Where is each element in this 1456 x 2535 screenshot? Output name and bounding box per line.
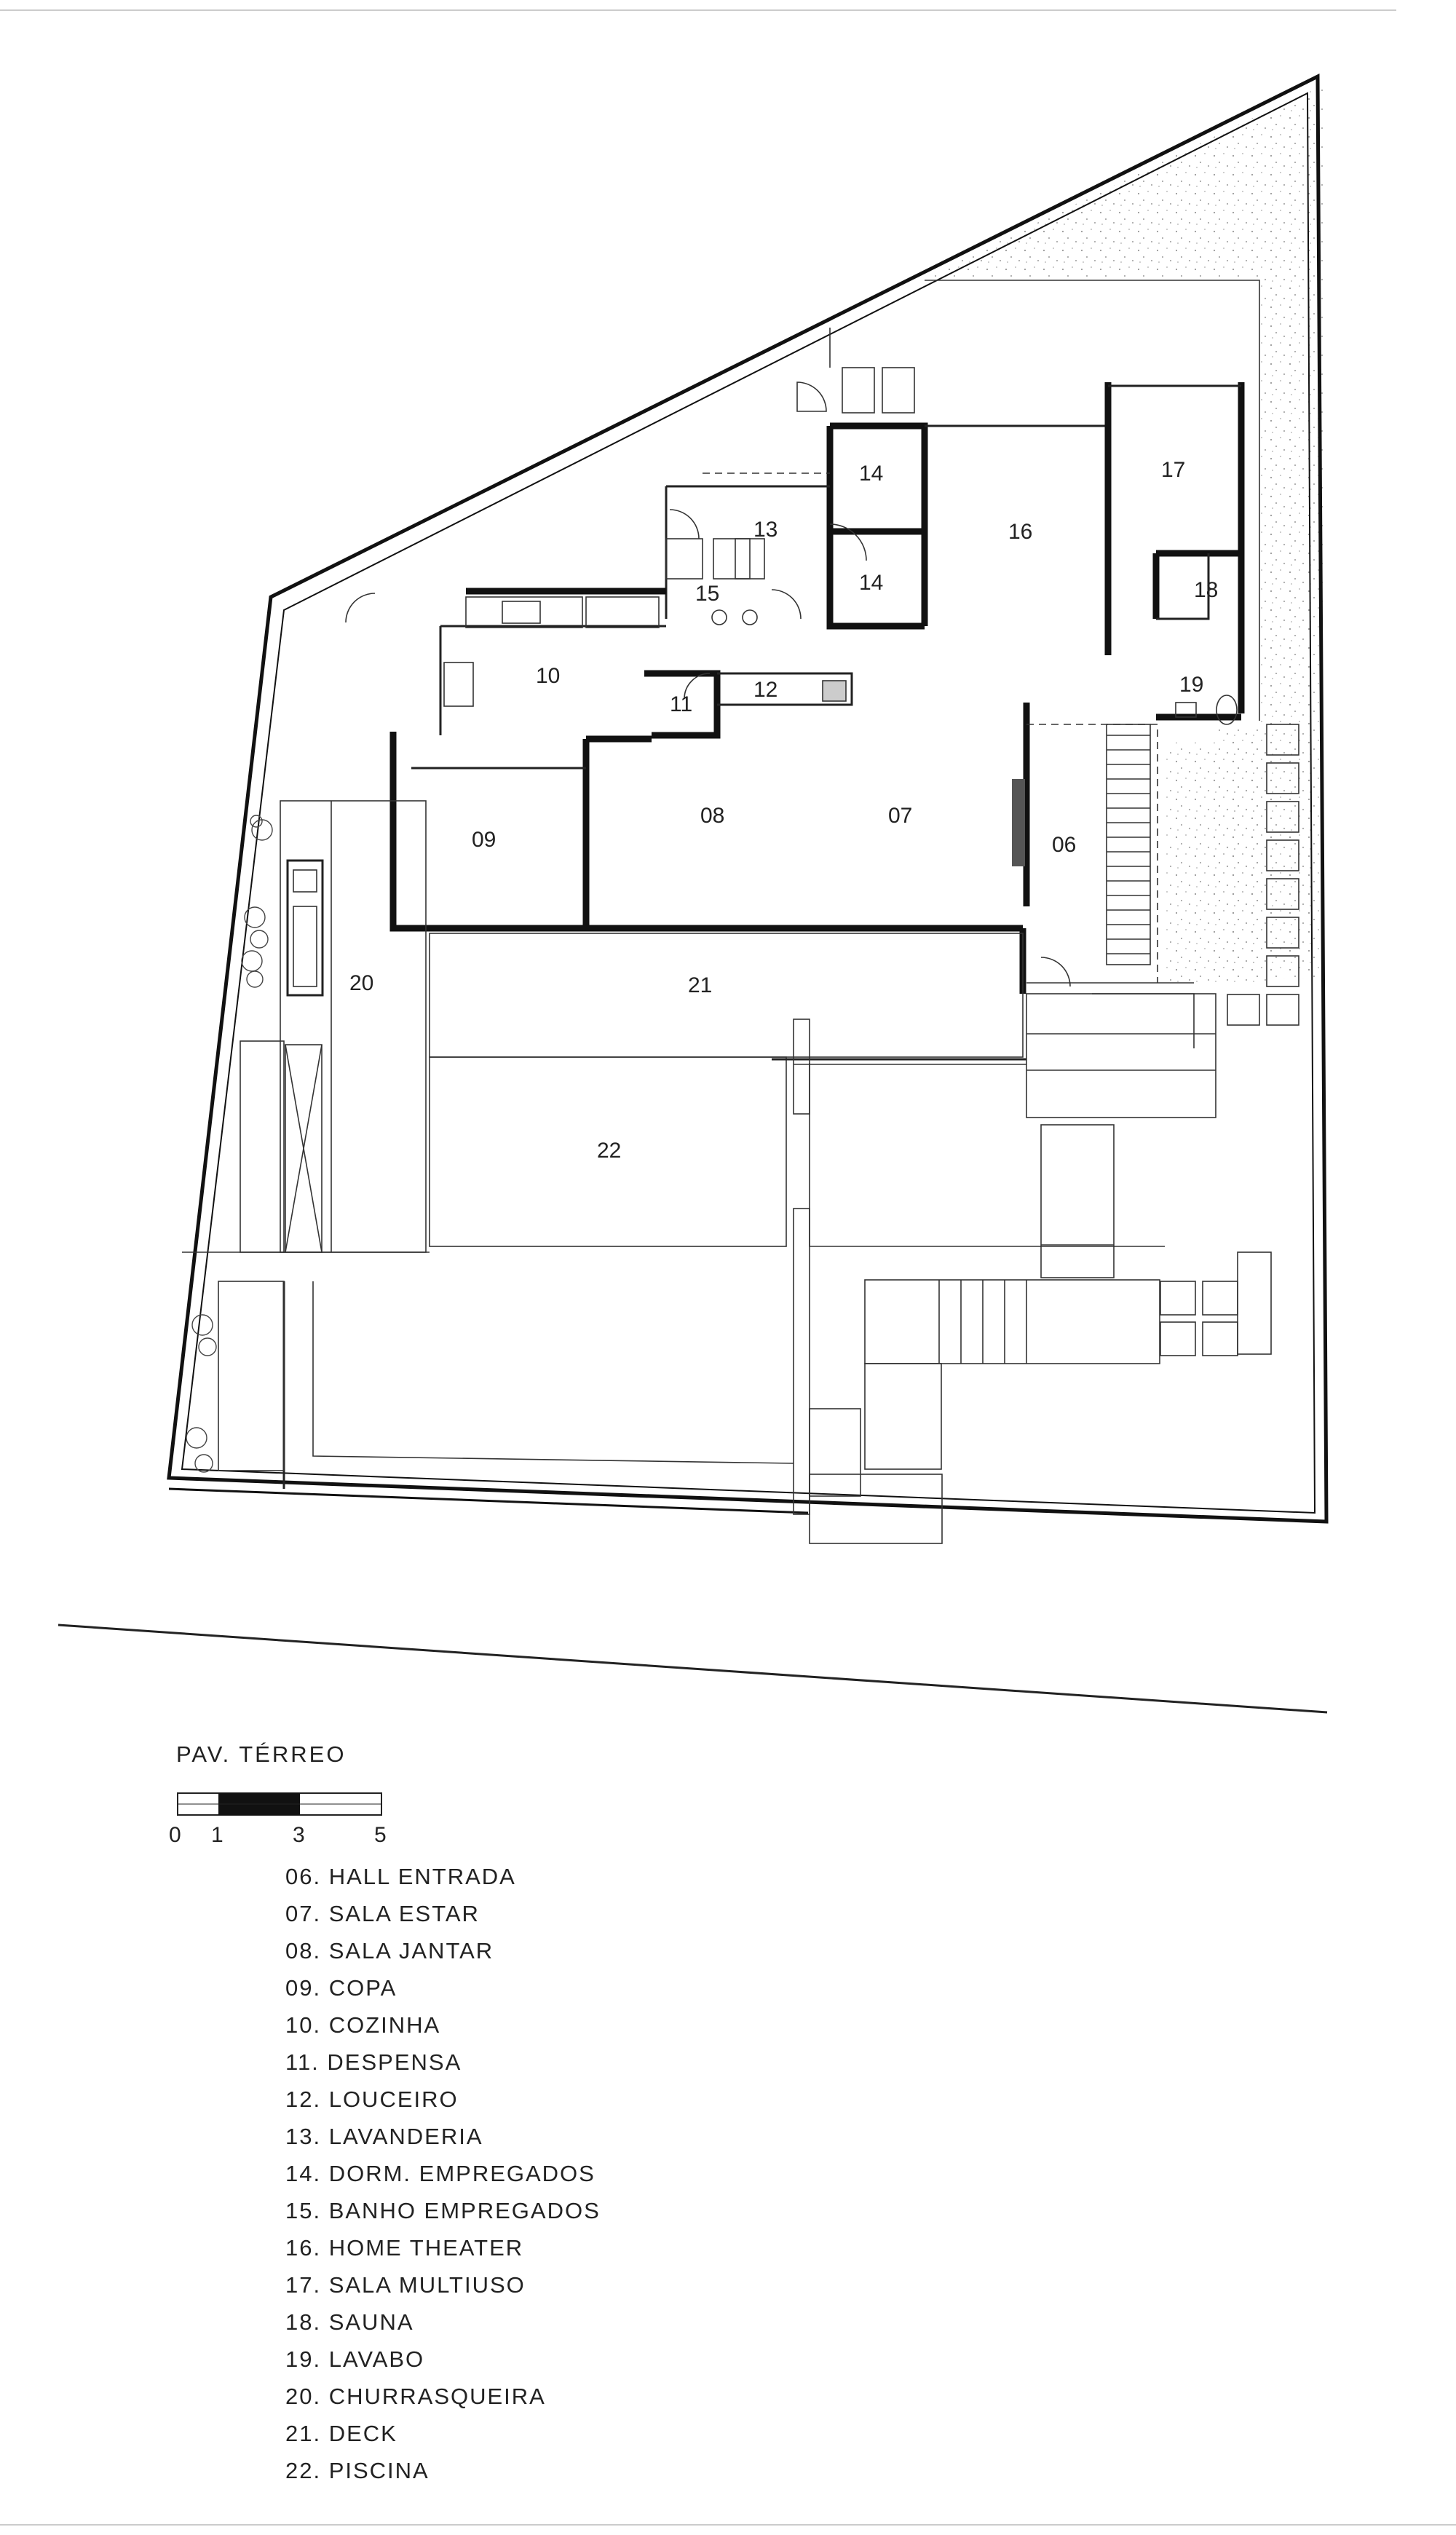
label-home-theater: 16 bbox=[1008, 520, 1032, 544]
label-estar: 07 bbox=[888, 804, 912, 828]
legend-item: 15. BANHO EMPREGADOS bbox=[285, 2198, 601, 2223]
label-piscina: 22 bbox=[597, 1139, 621, 1163]
legend-item: 08. SALA JANTAR bbox=[285, 1938, 494, 1963]
room-labels: 06 07 08 09 10 11 12 13 14 14 15 16 17 1… bbox=[349, 458, 1218, 1163]
garden-areas bbox=[926, 84, 1325, 983]
door-swings bbox=[345, 381, 1071, 987]
legend-item: 06. HALL ENTRADA bbox=[285, 1864, 516, 1889]
stepping-stones bbox=[842, 367, 1299, 1356]
plant-symbols bbox=[186, 815, 273, 1473]
label-louceiro: 12 bbox=[753, 678, 778, 702]
legend-item: 18. SAUNA bbox=[285, 2309, 414, 2335]
lavabo-fixtures bbox=[1175, 695, 1238, 725]
scale-bar: 0 1 3 5 bbox=[169, 1792, 387, 1847]
label-dorm-a: 14 bbox=[859, 462, 883, 486]
legend-item: 20. CHURRASQUEIRA bbox=[285, 2384, 546, 2409]
label-deck: 21 bbox=[688, 973, 712, 997]
legend-item: 16. HOME THEATER bbox=[285, 2235, 523, 2261]
label-churrasqueira: 20 bbox=[349, 971, 373, 995]
legend-item: 17. SALA MULTIUSO bbox=[285, 2272, 526, 2298]
hall-stairs bbox=[1107, 735, 1150, 954]
scale-tick-0: 0 bbox=[169, 1823, 181, 1847]
label-sauna: 18 bbox=[1194, 578, 1218, 602]
legend-item: 09. COPA bbox=[285, 1975, 397, 2001]
label-jantar: 08 bbox=[700, 804, 724, 828]
legend-item: 13. LAVANDERIA bbox=[285, 2124, 483, 2149]
legend-item: 11. DESPENSA bbox=[285, 2049, 462, 2075]
bbq-area bbox=[240, 800, 427, 1253]
street-line bbox=[58, 1624, 1328, 1714]
label-hall: 06 bbox=[1052, 833, 1076, 857]
label-lavanderia: 13 bbox=[753, 518, 778, 542]
label-despensa: 11 bbox=[670, 692, 692, 716]
scale-tick-5: 5 bbox=[374, 1823, 387, 1847]
label-dorm-b: 14 bbox=[859, 571, 883, 595]
label-copa: 09 bbox=[472, 828, 496, 852]
legend-item: 14. DORM. EMPREGADOS bbox=[285, 2161, 596, 2186]
label-lavabo: 19 bbox=[1179, 673, 1203, 697]
label-cozinha: 10 bbox=[536, 664, 560, 688]
legend-item: 19. LAVABO bbox=[285, 2346, 424, 2372]
site-boundary bbox=[167, 73, 1329, 1524]
label-multiuso: 17 bbox=[1161, 458, 1185, 482]
legend-item: 10. COZINHA bbox=[285, 2012, 440, 2038]
room-legend: 06. HALL ENTRADA 07. SALA ESTAR 08. SALA… bbox=[285, 1864, 601, 2483]
scale-tick-1: 1 bbox=[211, 1823, 223, 1847]
kitchen-fixtures bbox=[443, 538, 847, 707]
scale-tick-3: 3 bbox=[293, 1823, 305, 1847]
legend-item: 07. SALA ESTAR bbox=[285, 1901, 480, 1926]
fireplace-panel bbox=[1012, 779, 1025, 866]
legend-item: 12. LOUCEIRO bbox=[285, 2087, 459, 2112]
legend-item: 21. DECK bbox=[285, 2421, 397, 2446]
drawing-title: PAV. TÉRREO bbox=[176, 1741, 346, 1767]
outdoor-areas bbox=[182, 933, 1272, 1544]
label-banho: 15 bbox=[695, 582, 719, 606]
legend-item: 22. PISCINA bbox=[285, 2458, 430, 2483]
